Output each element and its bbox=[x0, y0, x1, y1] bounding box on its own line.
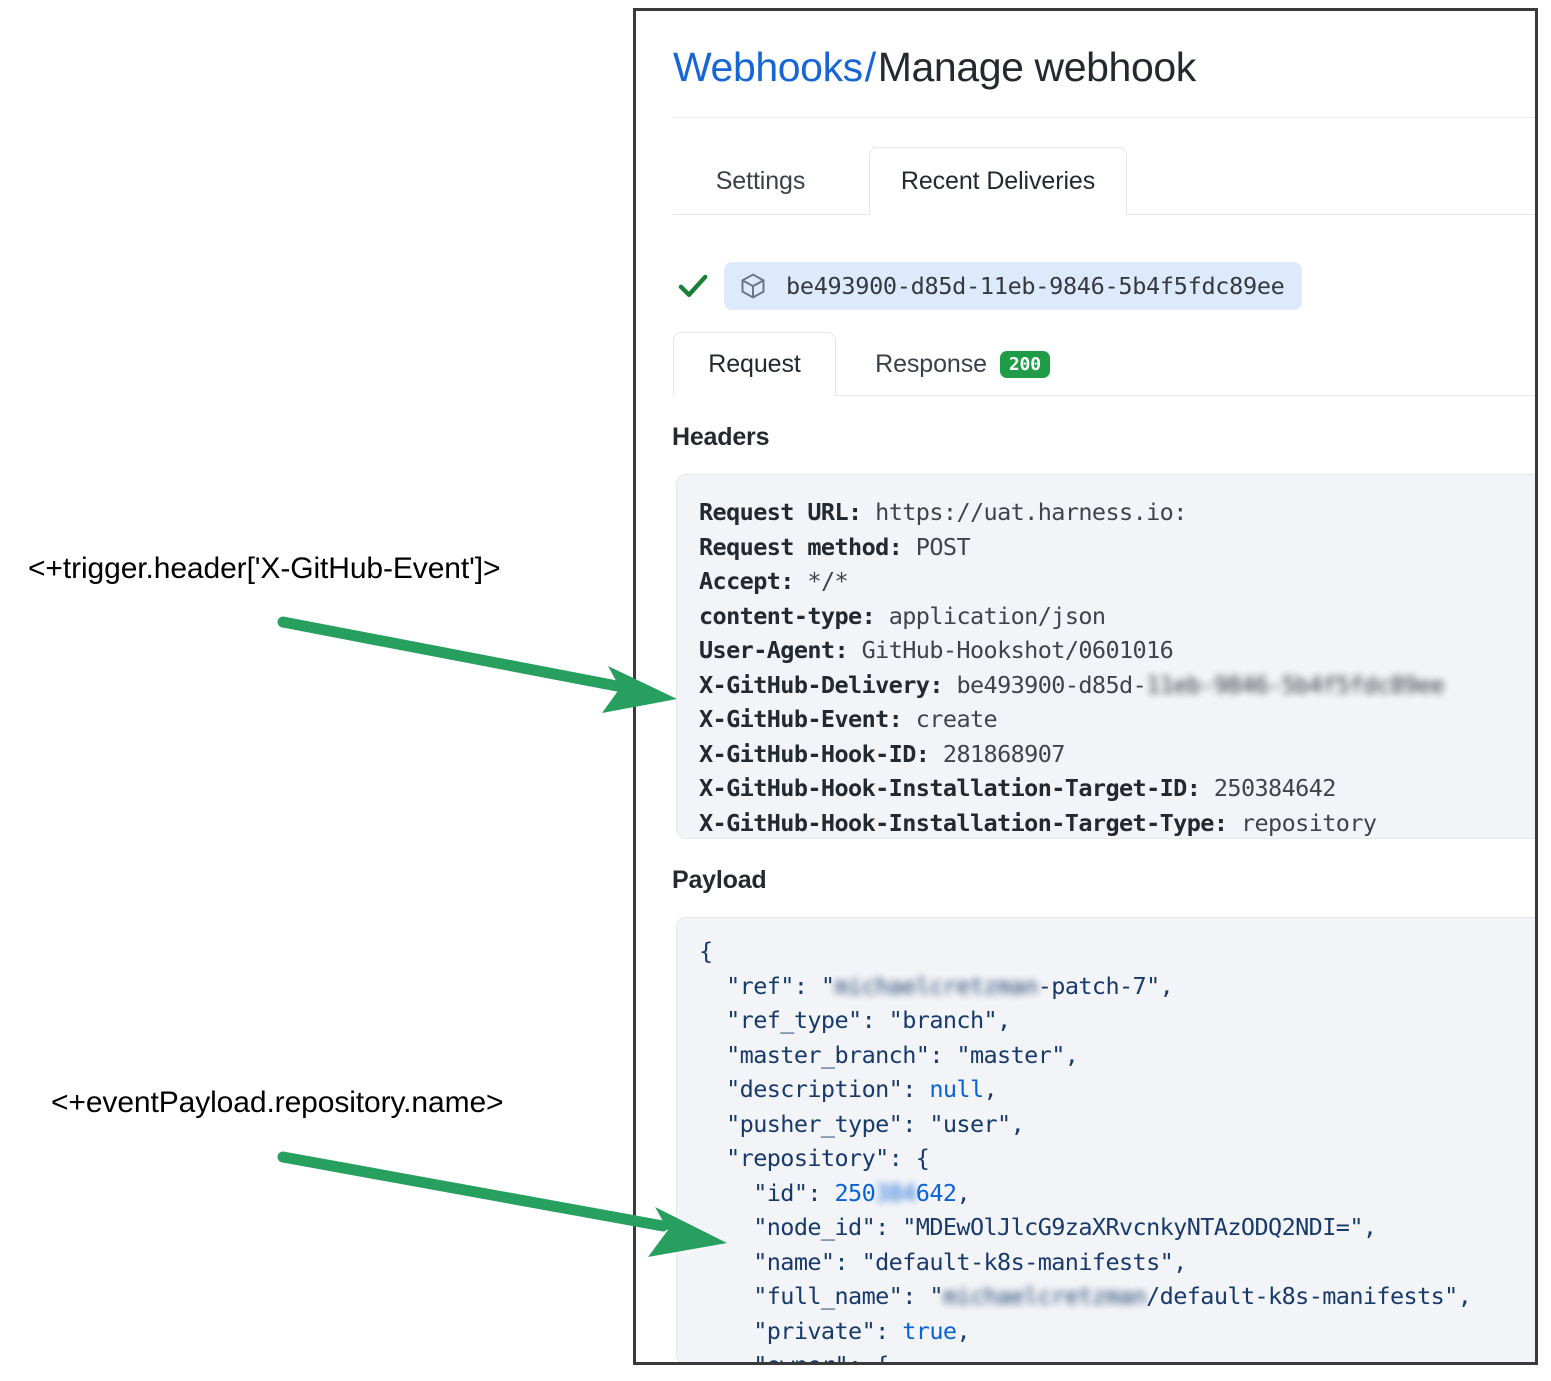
annotation-arrow-1 bbox=[277, 616, 677, 713]
json-line: , bbox=[983, 1075, 998, 1103]
header-key: X-GitHub-Delivery: bbox=[699, 670, 943, 699]
redacted-ref-owner: michaelcretzman bbox=[834, 971, 1038, 1000]
header-value: POST bbox=[915, 532, 971, 561]
header-value: be493900-d85d- bbox=[956, 670, 1147, 699]
breadcrumb-webhooks-link[interactable]: Webhooks bbox=[673, 44, 863, 90]
json-literal: true bbox=[902, 1316, 957, 1345]
headers-code-block: Request URL: https://uat.harness.io: Req… bbox=[676, 474, 1535, 839]
webhook-tabs: Settings Recent Deliveries bbox=[673, 147, 1535, 215]
json-line: "id": bbox=[699, 1178, 835, 1207]
tab-settings[interactable]: Settings bbox=[715, 166, 806, 195]
tab-request[interactable]: Request bbox=[673, 332, 836, 396]
json-line: "full_name": " bbox=[699, 1282, 943, 1310]
json-line: "name": "default-k8s-manifests", bbox=[699, 1247, 1187, 1276]
header-key: X-GitHub-Hook-Installation-Target-ID: bbox=[699, 774, 1201, 802]
header-value: GitHub-Hookshot/0601016 bbox=[861, 636, 1174, 664]
delivery-row[interactable]: be493900-d85d-11eb-9846-5b4f5fdc89ee bbox=[676, 259, 1302, 313]
json-line: -patch-7", bbox=[1037, 971, 1174, 1000]
tab-response-label: Response bbox=[875, 349, 987, 378]
header-key: Request method: bbox=[699, 532, 903, 561]
webhook-delivery-panel: Webhooks/Manage webhook Settings Recent … bbox=[633, 8, 1538, 1365]
check-icon bbox=[678, 274, 708, 297]
json-line: , bbox=[956, 1178, 971, 1207]
header-key: X-GitHub-Hook-ID: bbox=[699, 739, 930, 768]
header-key: X-GitHub-Event: bbox=[699, 705, 903, 733]
header-value: repository bbox=[1240, 808, 1377, 837]
json-line: { bbox=[699, 937, 713, 965]
cube-icon bbox=[741, 273, 765, 299]
header-value: create bbox=[915, 705, 998, 733]
header-value: 250384642 bbox=[1213, 774, 1337, 802]
json-literal: null bbox=[929, 1075, 984, 1103]
json-line: "master_branch": "master", bbox=[699, 1040, 1079, 1069]
json-line: "ref_type": "branch", bbox=[699, 1006, 1011, 1034]
title-divider bbox=[673, 117, 1535, 118]
json-line: , bbox=[956, 1316, 970, 1345]
redacted-owner-name: michaelcretzman bbox=[942, 1282, 1147, 1310]
redacted-repo-id: 384 bbox=[875, 1178, 916, 1207]
json-line: "private": bbox=[699, 1316, 903, 1345]
header-value: application/json bbox=[888, 601, 1106, 630]
header-value: https://uat.harness.io: bbox=[875, 498, 1187, 526]
tab-recent-deliveries[interactable]: Recent Deliveries bbox=[869, 147, 1127, 215]
json-line: "ref": " bbox=[699, 971, 835, 1000]
json-line: "node_id": "MDEwOlJlcG9zaXRvcnkyNTAzODQ2… bbox=[699, 1213, 1377, 1241]
payload-code-block: { "ref": "michaelcretzman-patch-7", "ref… bbox=[676, 917, 1535, 1365]
json-line: "pusher_type": "user", bbox=[699, 1109, 1025, 1138]
annotation-label-event-payload: <+eventPayload.repository.name> bbox=[51, 1086, 504, 1119]
status-badge: 200 bbox=[999, 350, 1050, 378]
json-literal: 250 bbox=[834, 1178, 876, 1207]
json-line: "repository": { bbox=[699, 1144, 930, 1172]
breadcrumb-current: Manage webhook bbox=[877, 44, 1196, 90]
json-literal: 642 bbox=[915, 1178, 957, 1207]
redacted-delivery-id: 11eb-9846-5b4f5fdc89ee bbox=[1146, 670, 1445, 699]
json-line: /default-k8s-manifests", bbox=[1146, 1282, 1472, 1310]
header-key: User-Agent: bbox=[699, 636, 849, 664]
header-value: 281868907 bbox=[942, 739, 1066, 768]
delivery-guid-text: be493900-d85d-11eb-9846-5b4f5fdc89ee bbox=[786, 272, 1285, 300]
header-key: Request URL: bbox=[699, 498, 862, 526]
header-key: Accept: bbox=[699, 567, 794, 595]
page-title: Webhooks/Manage webhook bbox=[673, 44, 1196, 91]
json-line: "description": bbox=[699, 1075, 930, 1103]
breadcrumb-separator: / bbox=[864, 44, 876, 90]
headers-heading: Headers bbox=[672, 423, 770, 451]
tab-response[interactable]: Response 200 bbox=[845, 332, 1080, 396]
header-key: content-type: bbox=[699, 601, 876, 630]
annotation-label-trigger-header: <+trigger.header['X-GitHub-Event']> bbox=[28, 552, 501, 585]
inner-tabs-underline bbox=[673, 395, 1535, 396]
delivery-guid-chip[interactable]: be493900-d85d-11eb-9846-5b4f5fdc89ee bbox=[724, 262, 1302, 310]
header-value: */* bbox=[807, 567, 849, 595]
payload-heading: Payload bbox=[672, 866, 767, 894]
delivery-detail-tabs: Request Response 200 bbox=[673, 332, 1535, 396]
json-line: "owner": { bbox=[699, 1351, 889, 1365]
header-key: X-GitHub-Hook-Installation-Target-Type: bbox=[699, 808, 1228, 837]
